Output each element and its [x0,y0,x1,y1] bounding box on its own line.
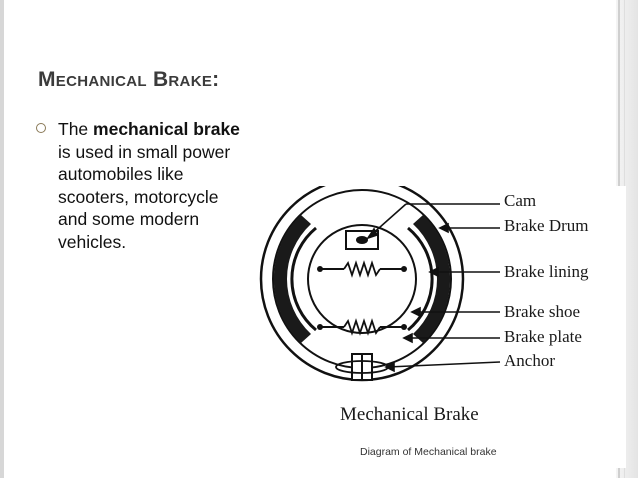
label-brake-shoe: Brake shoe [504,302,581,321]
bullet-line-2: automobiles like [58,164,184,184]
slide-left-border [0,0,4,478]
bottom-spring [343,318,381,336]
label-brake-plate: Brake plate [504,327,582,346]
brake-lining-right [413,215,451,343]
brake-plate [307,224,417,334]
bullet-line-1: is used in small power [58,141,231,162]
bullet-line-5: vehicles. [58,231,127,252]
label-anchor: Anchor [504,351,555,370]
brake-shoe-right [407,226,434,332]
label-brake-drum: Brake Drum [504,216,589,235]
diagram-subcaption: Diagram of Mechanical brake [360,446,497,458]
label-brake-lining: Brake lining [504,262,589,281]
diagram-caption: Mechanical Brake [340,404,479,425]
leader-lines [366,203,501,373]
brake-diagram: Cam Brake Drum Brake lining Brake shoe B… [256,186,626,468]
cam-pivot [356,236,368,244]
brake-diagram-drawing [259,186,501,382]
bullet-lead: The [58,119,94,139]
bullet-circle-icon [36,123,46,133]
bullet-bold-term: mechanical brake [93,119,240,139]
bullet-line-4: and some modern [58,209,200,229]
label-cam: Cam [504,191,537,210]
slide-title: Mechanical Brake: [38,68,220,91]
brake-lining-left [273,215,311,343]
bullet-line-3: scooters, motorcycle [58,186,219,207]
brake-shoe-left [290,226,317,332]
top-spring [343,260,381,278]
